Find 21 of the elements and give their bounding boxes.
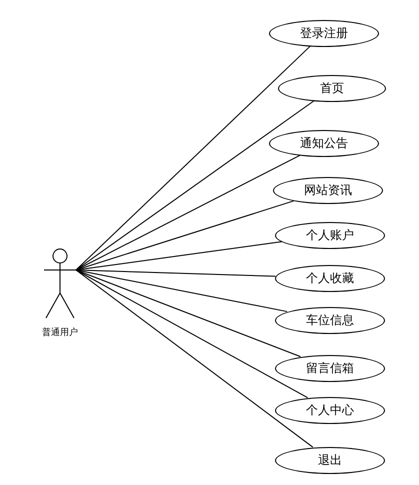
use-case-ellipse: 退出 xyxy=(275,446,385,474)
association-line xyxy=(76,154,301,270)
use-case-ellipse: 个人中心 xyxy=(275,396,385,424)
association-line xyxy=(76,270,314,448)
actor-label: 普通用户 xyxy=(42,326,78,339)
association-line xyxy=(76,100,315,270)
use-case-ellipse: 个人收藏 xyxy=(275,264,385,292)
association-line xyxy=(76,270,308,398)
use-case-ellipse: 网站资讯 xyxy=(273,176,383,204)
use-case-ellipse: 登录注册 xyxy=(269,20,379,46)
use-case-ellipse: 个人账户 xyxy=(275,222,385,248)
association-line xyxy=(76,200,295,270)
use-case-ellipse: 留言信箱 xyxy=(275,354,385,382)
association-line xyxy=(76,241,283,270)
use-case-ellipse: 通知公告 xyxy=(269,130,379,156)
use-case-ellipse: 车位信息 xyxy=(275,306,385,334)
association-line xyxy=(76,270,288,312)
use-case-ellipse: 首页 xyxy=(278,74,386,102)
association-line xyxy=(76,270,301,358)
association-line xyxy=(76,270,276,277)
association-line xyxy=(76,46,311,270)
